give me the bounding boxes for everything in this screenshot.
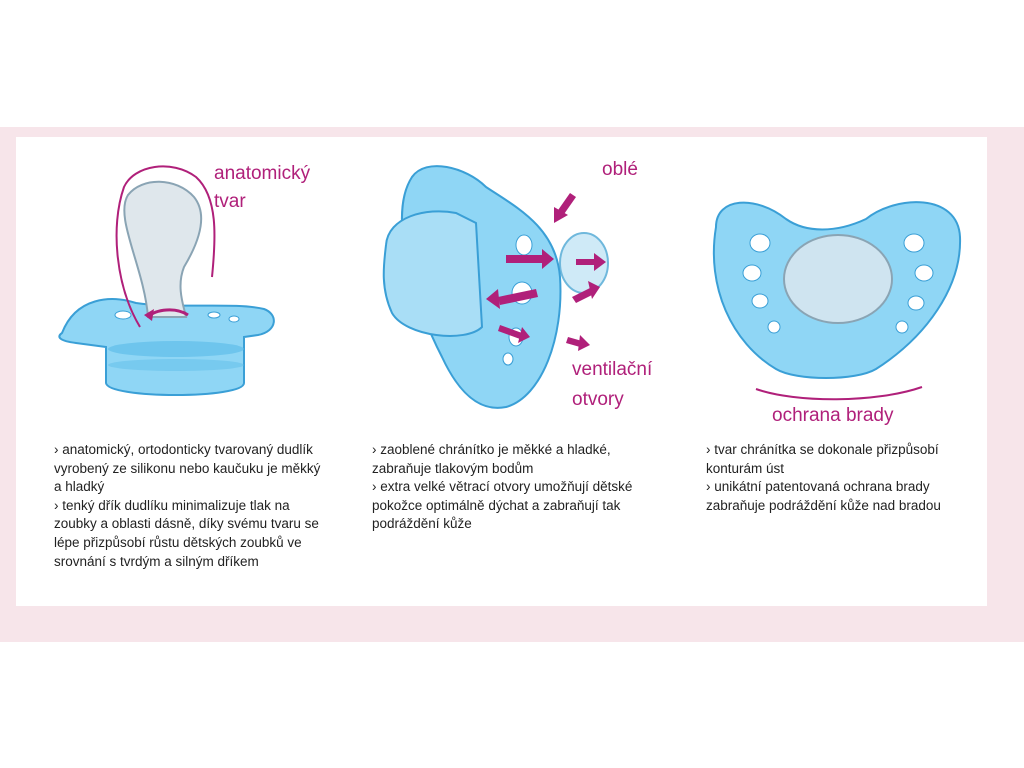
vent-hole bbox=[502, 352, 514, 366]
feature-bullet: › tvar chránítka se dokonale přizpůsobí … bbox=[706, 442, 939, 476]
airflow-arrows bbox=[486, 193, 606, 351]
ventilated-pacifier-illustration bbox=[382, 165, 609, 409]
label-oble: oblé bbox=[602, 159, 638, 180]
airflow-arrow bbox=[506, 255, 542, 263]
vent-hole bbox=[114, 310, 132, 320]
feature-ventilation: oblé ventilační otvory › zaoblené chrání… bbox=[346, 137, 676, 606]
vent-hole bbox=[895, 320, 909, 334]
front-cap bbox=[382, 210, 484, 337]
vent-hole bbox=[228, 315, 240, 323]
airflow-arrow bbox=[554, 207, 568, 223]
nipple-shape bbox=[123, 180, 203, 318]
vent-hole bbox=[749, 233, 771, 253]
feature-description-list: › zaoblené chránítko je měkké a hladké, … bbox=[372, 441, 662, 534]
vent-hole bbox=[751, 293, 769, 309]
airflow-arrow bbox=[578, 335, 590, 351]
label-ochrana-brady: ochrana brady bbox=[772, 405, 894, 426]
chin-protection-pacifier-illustration bbox=[712, 201, 962, 401]
feature-description-list: › anatomický, ortodonticky tvarovaný dud… bbox=[54, 441, 324, 571]
airflow-arrow bbox=[498, 289, 538, 305]
feature-chin-protection: ochrana brady › tvar chránítka se dokona… bbox=[676, 137, 987, 606]
vent-hole bbox=[767, 320, 781, 334]
label-otvory: otvory bbox=[572, 389, 624, 410]
arrow-head bbox=[144, 309, 154, 321]
airflow-arrow bbox=[518, 327, 530, 343]
feature-bullet: › tenký dřík dudlíku minimalizuje tlak n… bbox=[54, 497, 319, 569]
vent-hole bbox=[907, 295, 925, 311]
feature-bullet: › anatomický, ortodonticky tvarovaný dud… bbox=[54, 442, 321, 495]
vent-hole bbox=[903, 233, 925, 253]
feature-anatomical-shape: anatomický tvar › anatomický, ortodontic… bbox=[16, 137, 346, 606]
label-ventilacni: ventilační bbox=[572, 359, 653, 380]
feature-bullet: › zaoblené chránítko je měkké a hladké, … bbox=[372, 442, 611, 476]
label-tvar: tvar bbox=[214, 191, 246, 212]
feature-bullet: › unikátní patentovaná ochrana brady zab… bbox=[706, 479, 941, 513]
vent-hole bbox=[207, 311, 221, 319]
features-panel: anatomický tvar › anatomický, ortodontic… bbox=[16, 137, 987, 606]
vent-hole bbox=[914, 264, 934, 282]
ring-band bbox=[108, 359, 244, 371]
ring-band bbox=[108, 341, 244, 357]
airflow-arrow bbox=[486, 289, 500, 309]
airflow-arrow bbox=[498, 325, 522, 339]
airflow-arrow bbox=[588, 281, 600, 299]
feature-description-list: › tvar chránítka se dokonale přizpůsobí … bbox=[706, 441, 976, 515]
airflow-arrow bbox=[594, 253, 606, 271]
vent-hole bbox=[742, 264, 762, 282]
airflow-arrow bbox=[576, 259, 596, 265]
nipple-base bbox=[783, 234, 893, 324]
shape-outline-line bbox=[115, 165, 216, 328]
airflow-arrow bbox=[566, 337, 582, 347]
chin-outline-line bbox=[755, 386, 923, 401]
feature-bullet: › extra velké větrací otvory umožňují dě… bbox=[372, 479, 633, 532]
nipple-shape-pacifier-illustration bbox=[58, 165, 275, 396]
airflow-arrow bbox=[572, 287, 596, 303]
airflow-arrow bbox=[542, 249, 554, 269]
label-anatomicky: anatomický bbox=[214, 163, 311, 184]
vent-hole bbox=[515, 234, 533, 256]
